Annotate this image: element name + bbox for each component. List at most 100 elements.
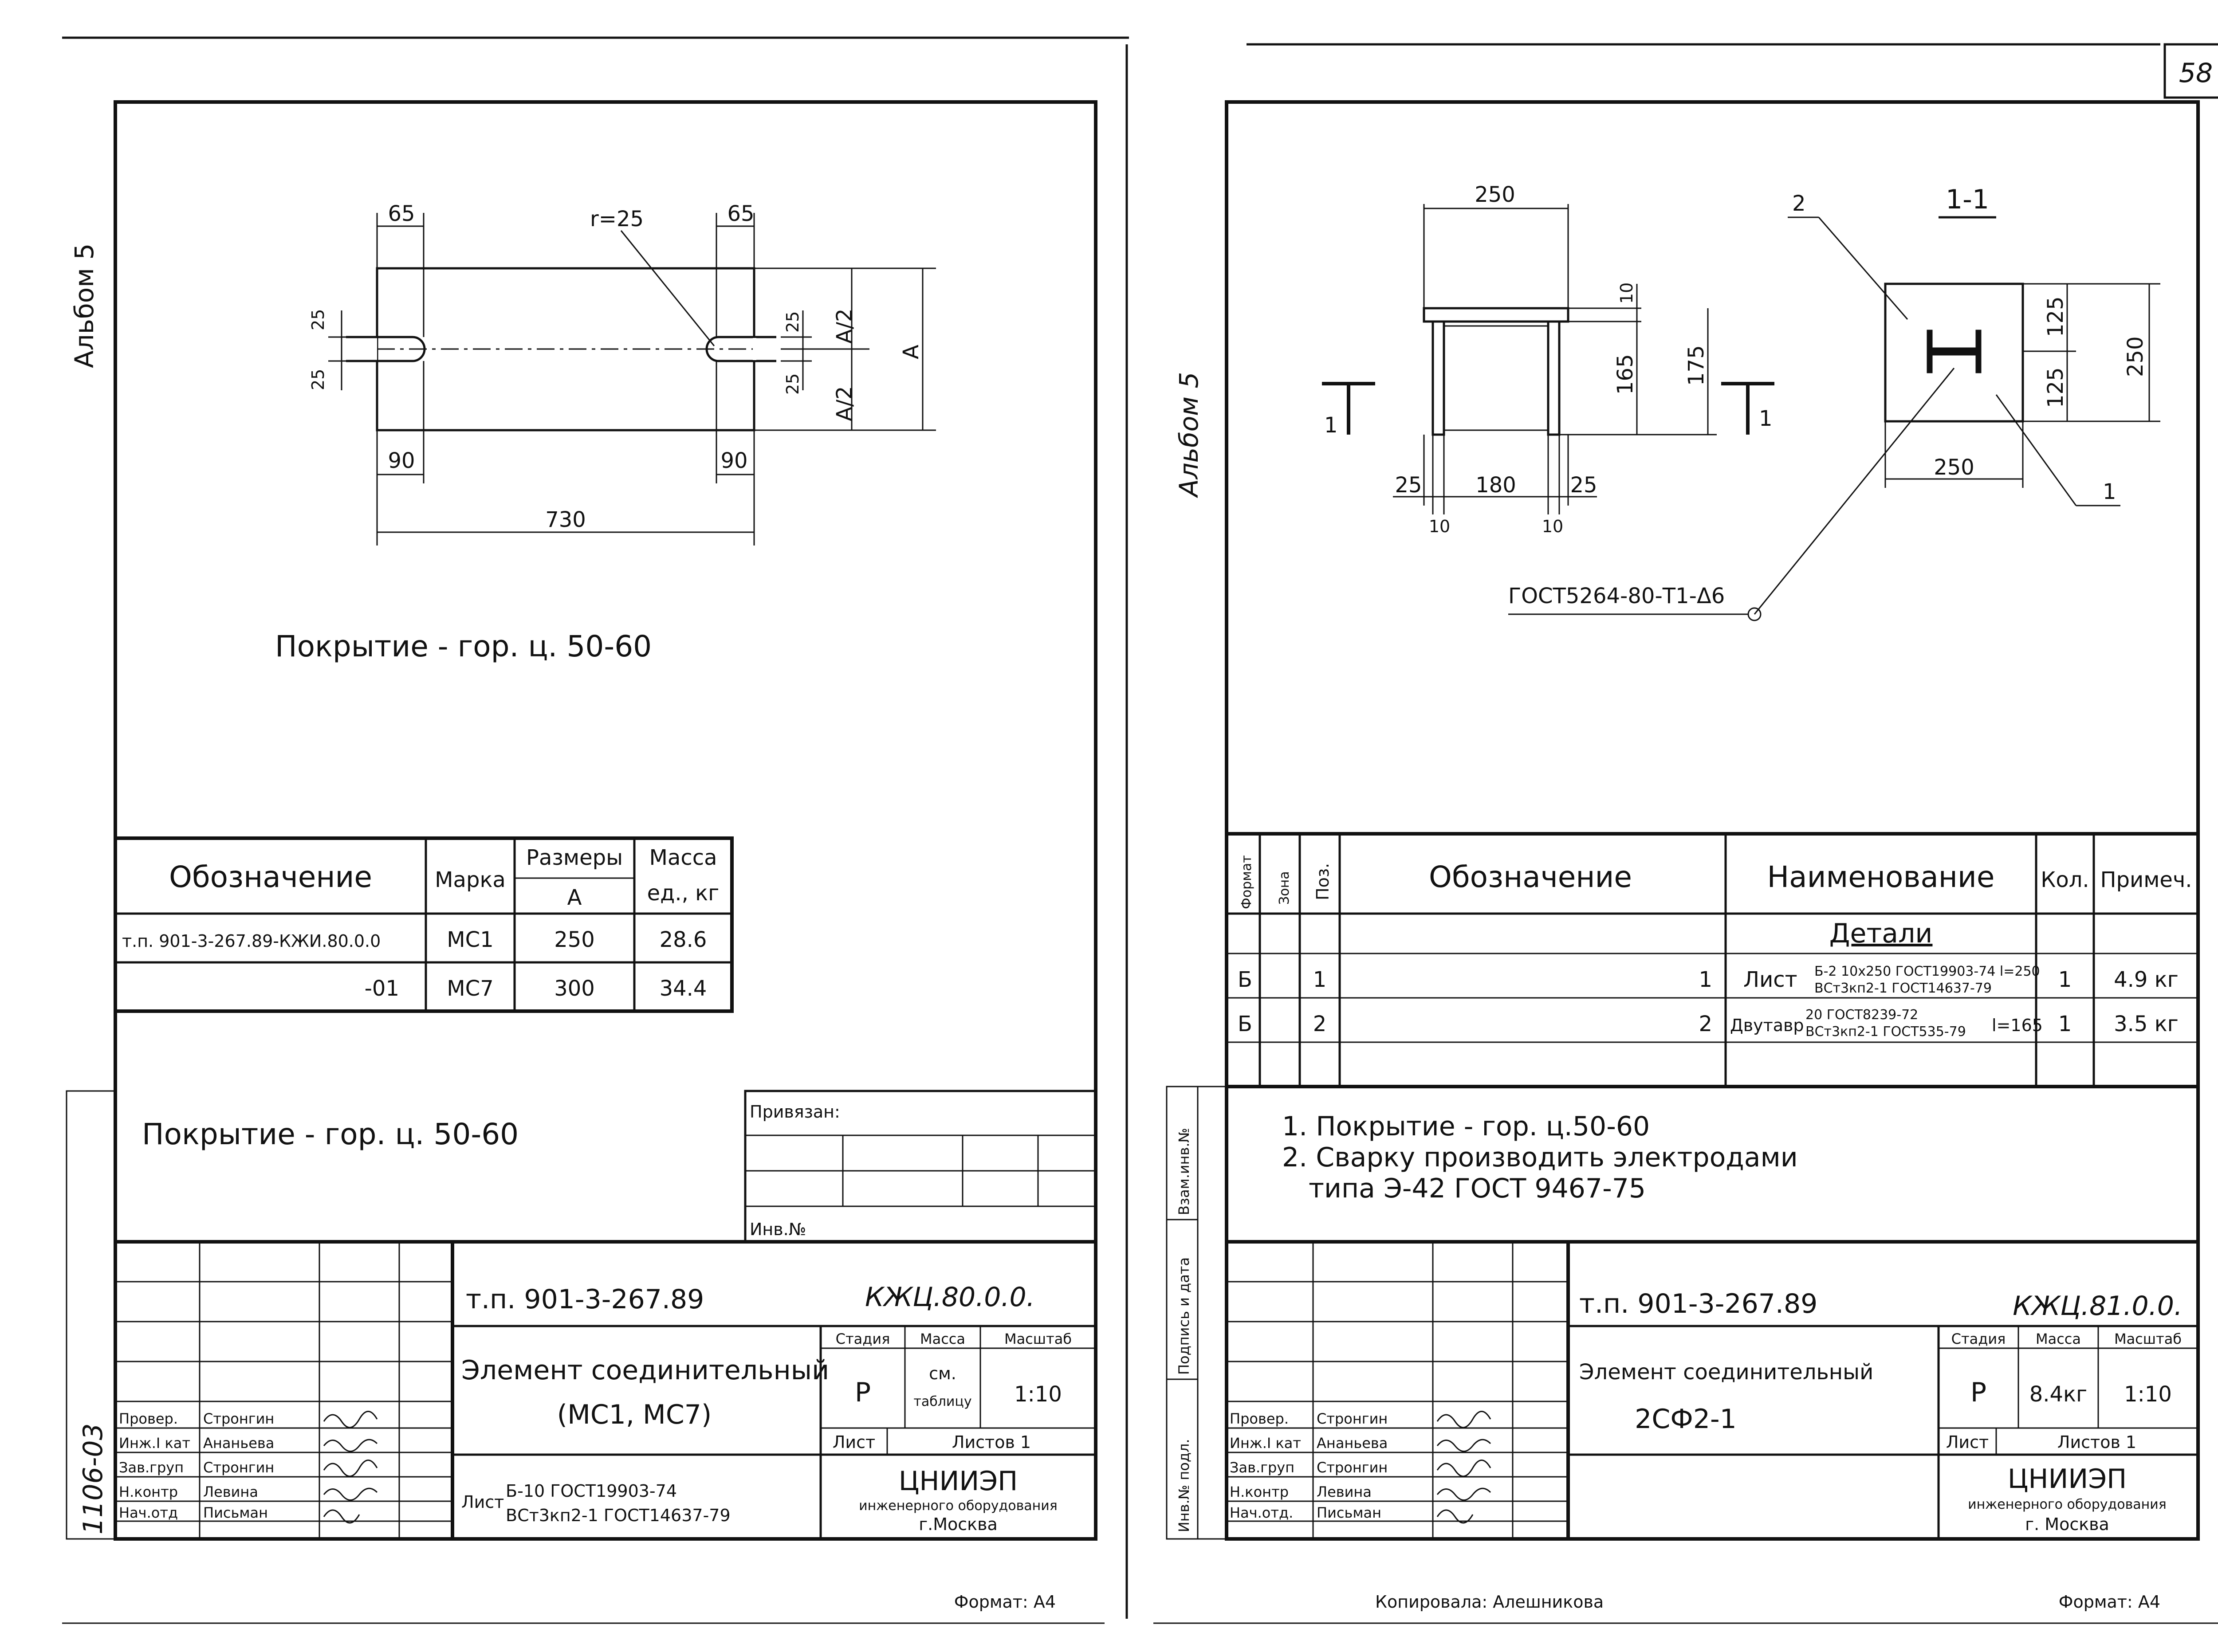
stamp-org3-right: г. Москва bbox=[2025, 1515, 2109, 1534]
stamp-stage-h-right: Стадия bbox=[1951, 1330, 2006, 1347]
stamp-project-right: т.п. 901-3-267.89 bbox=[1579, 1288, 1817, 1319]
weld-note: ГОСТ5264-80-Т1-Δ6 bbox=[1508, 584, 1725, 608]
role-r1: Провер. bbox=[1230, 1410, 1289, 1427]
stamp-title1-right: Элемент соединительный bbox=[1579, 1360, 1873, 1385]
stamp-code: КЖЦ.80.0.0. bbox=[865, 1282, 1035, 1313]
stamp-material2: ВСт3кп2-1 ГОСТ14637-79 bbox=[506, 1506, 731, 1525]
stamp-mass2: таблицу bbox=[913, 1394, 971, 1409]
name-r2: Ананьева bbox=[1317, 1435, 1388, 1452]
th-qty: Кол. bbox=[2041, 867, 2089, 892]
title-block-left: т.п. 901-3-267.89 КЖЦ.80.0.0. Элемент со… bbox=[114, 1240, 1097, 1541]
row2-designation: -01 bbox=[365, 976, 399, 1001]
copied-by: Копировала: Алешникова bbox=[1375, 1592, 1604, 1612]
spec-r1-qty: 1 bbox=[2058, 967, 2072, 992]
th-note: Примеч. bbox=[2100, 867, 2192, 892]
spec-r2-spec3: l=165 bbox=[1992, 1016, 2043, 1035]
page-number: 58 bbox=[2179, 58, 2213, 89]
name-1: Стронгин bbox=[203, 1410, 274, 1427]
dim-250-section: 250 bbox=[2123, 336, 2148, 377]
stamp-stage-h: Стадия bbox=[836, 1330, 890, 1347]
th-a: A bbox=[567, 885, 582, 910]
side-strip-right: Взам.инв.№ Подпись и дата Инв.№ подл. bbox=[1166, 1086, 1227, 1540]
dim-25-right: 25 bbox=[1570, 473, 1597, 498]
bound-label: Привязан: bbox=[750, 1102, 840, 1122]
inv-label: Инв.№ bbox=[750, 1220, 806, 1239]
row1-mass: 28.6 bbox=[660, 927, 707, 952]
stamp-stage-right: Р bbox=[1970, 1377, 1986, 1408]
row1-designation: т.п. 901-3-267.89-КЖИ.80.0.0 bbox=[122, 931, 381, 951]
dim-10: 10 bbox=[1617, 283, 1636, 304]
mass-table: Обозначение Марка Размеры A Масса ед., к… bbox=[114, 836, 734, 1013]
th-sizes: Размеры bbox=[526, 845, 623, 870]
stamp-project: т.п. 901-3-267.89 bbox=[466, 1284, 704, 1315]
role-r5: Нач.отд. bbox=[1230, 1504, 1293, 1521]
stamp-scale-h-right: Масштаб bbox=[2114, 1330, 2182, 1347]
side-label-2: Подпись и дата bbox=[1176, 1257, 1192, 1375]
stamp-scale: 1:10 bbox=[1014, 1382, 1062, 1407]
stamp-sheet: Лист bbox=[833, 1432, 875, 1452]
spec-r2-designation: 2 bbox=[1699, 1012, 1712, 1036]
signatures-left bbox=[323, 1411, 378, 1524]
row1-a: 250 bbox=[554, 927, 595, 952]
th-name: Наименование bbox=[1767, 860, 1995, 894]
callout-2: 2 bbox=[1792, 191, 1806, 216]
row2-a: 300 bbox=[554, 976, 595, 1001]
coating-note-2: Покрытие - гор. ц. 50-60 bbox=[142, 1117, 519, 1151]
stamp-sheets-right: Листов 1 bbox=[2057, 1432, 2136, 1452]
th-designation: Обозначение bbox=[169, 860, 372, 894]
name-5: Письман bbox=[203, 1504, 268, 1521]
role-5: Нач.отд bbox=[119, 1504, 178, 1521]
stamp-stage: Р bbox=[855, 1377, 871, 1408]
th-designation-right: Обозначение bbox=[1429, 860, 1632, 894]
dim-25-left: 25 bbox=[1395, 473, 1422, 498]
spec-r1-name: Лист bbox=[1743, 967, 1797, 992]
dim-65-right: 65 bbox=[727, 201, 754, 226]
dim-a-half-bottom: A/2 bbox=[832, 386, 857, 421]
th-pos: Поз. bbox=[1313, 863, 1333, 900]
dim-a: A bbox=[899, 345, 924, 359]
stamp-mass-h: Масса bbox=[920, 1330, 965, 1347]
connector-front-view: 250 10 165 175 25 180 25 10 10 1 bbox=[1322, 182, 1774, 536]
side-stamp: 1106-03 bbox=[78, 1423, 109, 1534]
stamp-title2-right: 2СФ2-1 bbox=[1635, 1404, 1737, 1435]
row1-mark: МС1 bbox=[447, 927, 493, 952]
dim-10-b: 10 bbox=[1542, 517, 1563, 536]
name-r3: Стронгин bbox=[1317, 1459, 1388, 1476]
dim-radius: r=25 bbox=[590, 207, 644, 232]
note-1: 1. Покрытие - гор. ц.50-60 bbox=[1282, 1111, 1650, 1142]
role-3: Зав.груп bbox=[119, 1459, 184, 1476]
stamp-mass-right: 8.4кг bbox=[2029, 1382, 2088, 1407]
row2-mass: 34.4 bbox=[660, 976, 707, 1001]
dim-25-a: 25 bbox=[308, 309, 328, 330]
stamp-org2: инженерного оборудования bbox=[859, 1498, 1058, 1514]
th-format: Формат bbox=[1239, 855, 1255, 909]
bound-box: Привязан: Инв.№ bbox=[744, 1090, 1097, 1243]
dim-90-right: 90 bbox=[720, 448, 747, 473]
dim-90-left: 90 bbox=[388, 448, 415, 473]
stamp-sheets: Листов 1 bbox=[952, 1432, 1031, 1452]
coating-note-1: Покрытие - гор. ц. 50-60 bbox=[275, 629, 652, 663]
dim-165: 165 bbox=[1613, 354, 1638, 395]
stamp-scale-h: Масштаб bbox=[1004, 1330, 1072, 1347]
dim-a-half-top: A/2 bbox=[832, 308, 857, 344]
side-label-1: Взам.инв.№ bbox=[1176, 1128, 1192, 1215]
dim-65-left: 65 bbox=[388, 201, 415, 226]
name-r5: Письман bbox=[1317, 1504, 1381, 1521]
plate-drawing: 65 65 r=25 25 25 25 25 A/2 bbox=[308, 201, 936, 545]
dim-10-a: 10 bbox=[1429, 517, 1450, 536]
spec-r2-spec1: 20 ГОСТ8239-72 bbox=[1805, 1007, 1918, 1023]
role-r2: Инж.I кат bbox=[1230, 1435, 1301, 1452]
name-r4: Левина bbox=[1317, 1483, 1372, 1500]
title-block-right: т.п. 901-3-267.89 КЖЦ.81.0.0. Элемент со… bbox=[1225, 1240, 2200, 1541]
th-zone: Зона bbox=[1277, 871, 1292, 905]
stamp-mass1: см. bbox=[929, 1364, 956, 1383]
spec-table: Формат Зона Поз. Обозначение Наименовани… bbox=[1225, 832, 2200, 1088]
cut-a: 1 bbox=[1324, 413, 1338, 438]
spec-r2-name: Двутавр bbox=[1730, 1016, 1804, 1035]
section-title: 1-1 bbox=[1946, 184, 1989, 215]
th-mark: Марка bbox=[435, 867, 506, 892]
spec-r1-spec2: ВСт3кп2-1 ГОСТ14637-79 bbox=[1814, 981, 1992, 996]
format-right: Формат: А4 bbox=[2059, 1592, 2160, 1612]
stamp-title1: Элемент соединительный bbox=[461, 1355, 829, 1386]
